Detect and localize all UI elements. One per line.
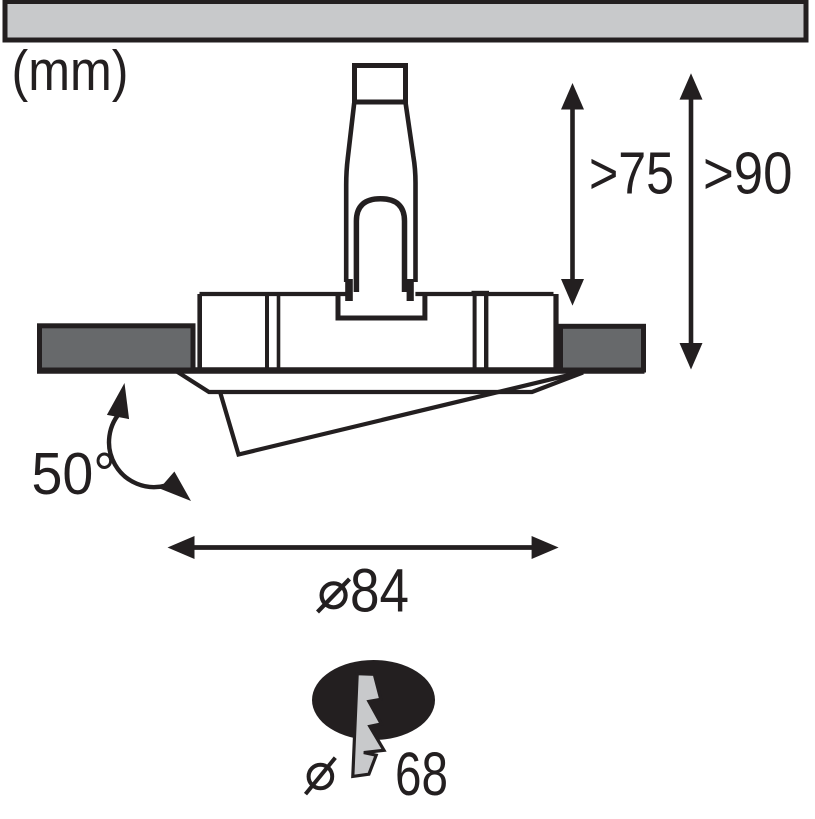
svg-text:50°: 50° [32,441,116,507]
svg-text:(mm): (mm) [12,39,129,103]
svg-text:84: 84 [350,557,409,625]
svg-text:>75: >75 [589,140,674,207]
svg-text:68: 68 [395,740,448,808]
svg-text:>90: >90 [703,140,793,207]
